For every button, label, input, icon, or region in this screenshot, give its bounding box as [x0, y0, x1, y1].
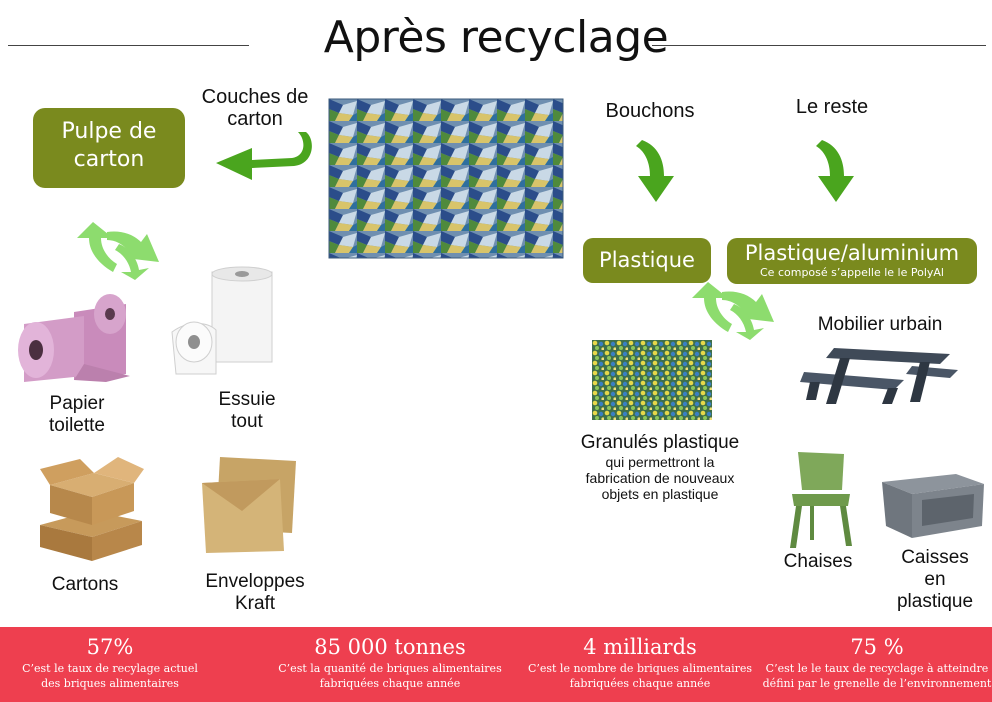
source-label: Couches de carton: [201, 86, 309, 130]
caisses-label: Caisses en plastique: [896, 547, 974, 612]
enveloppes-kraft-label: Enveloppes Kraft: [205, 571, 305, 614]
title-rule-left: [8, 45, 249, 46]
plastic-granules-image: [592, 340, 712, 420]
arrow-down-bouchons-icon: [636, 140, 674, 202]
chaises-label: Chaises: [783, 551, 853, 572]
bale-texture: [329, 99, 563, 258]
pulpe-box: Pulpe de carton: [33, 108, 185, 188]
stat-taux-actuel: 57% C’est le taux de recylage actuel des…: [22, 635, 198, 690]
arrow-to-pulpe-icon: [216, 132, 312, 180]
arrow-down-reste-icon: [816, 140, 854, 202]
essuie-tout-label: Essuie tout: [218, 389, 276, 432]
title-rule-right: [652, 45, 986, 46]
le-reste-label: Le reste: [795, 96, 869, 118]
stat-nombre: 4 milliards C’est le nombre de briques a…: [527, 635, 753, 690]
paper-towel-image: [171, 266, 273, 375]
papier-toilette-label: Papier toilette: [49, 393, 105, 436]
stat-objectif: 75 % C’est le le taux de recyclage à att…: [762, 635, 992, 690]
plastique-box: Plastique: [583, 238, 711, 283]
chair-image: [790, 452, 852, 548]
stat-quantite: 85 000 tonnes C’est la quanité de brique…: [278, 635, 502, 690]
stats-banner: 57% C’est le taux de recylage actuel des…: [0, 627, 992, 702]
plastic-crate-image: [882, 474, 984, 538]
cardboard-boxes-image: [40, 457, 144, 561]
bouchons-label: Bouchons: [605, 100, 695, 122]
polyal-box: Plastique/aluminium Ce composé s’appelle…: [727, 238, 977, 284]
picnic-table-image: [800, 348, 958, 404]
recycle-arrows-left-icon: [77, 222, 159, 280]
recycle-arrows-right-icon: [692, 282, 774, 340]
kraft-envelopes-image: [202, 457, 296, 553]
page-title: Après recyclage: [323, 12, 669, 63]
mobilier-urbain-label: Mobilier urbain: [817, 314, 943, 335]
carton-bale-image: [328, 98, 564, 259]
granules-label: Granulés plastique qui permettront la fa…: [580, 432, 740, 502]
toilet-paper-image: [18, 294, 130, 382]
cartons-label: Cartons: [51, 574, 119, 595]
